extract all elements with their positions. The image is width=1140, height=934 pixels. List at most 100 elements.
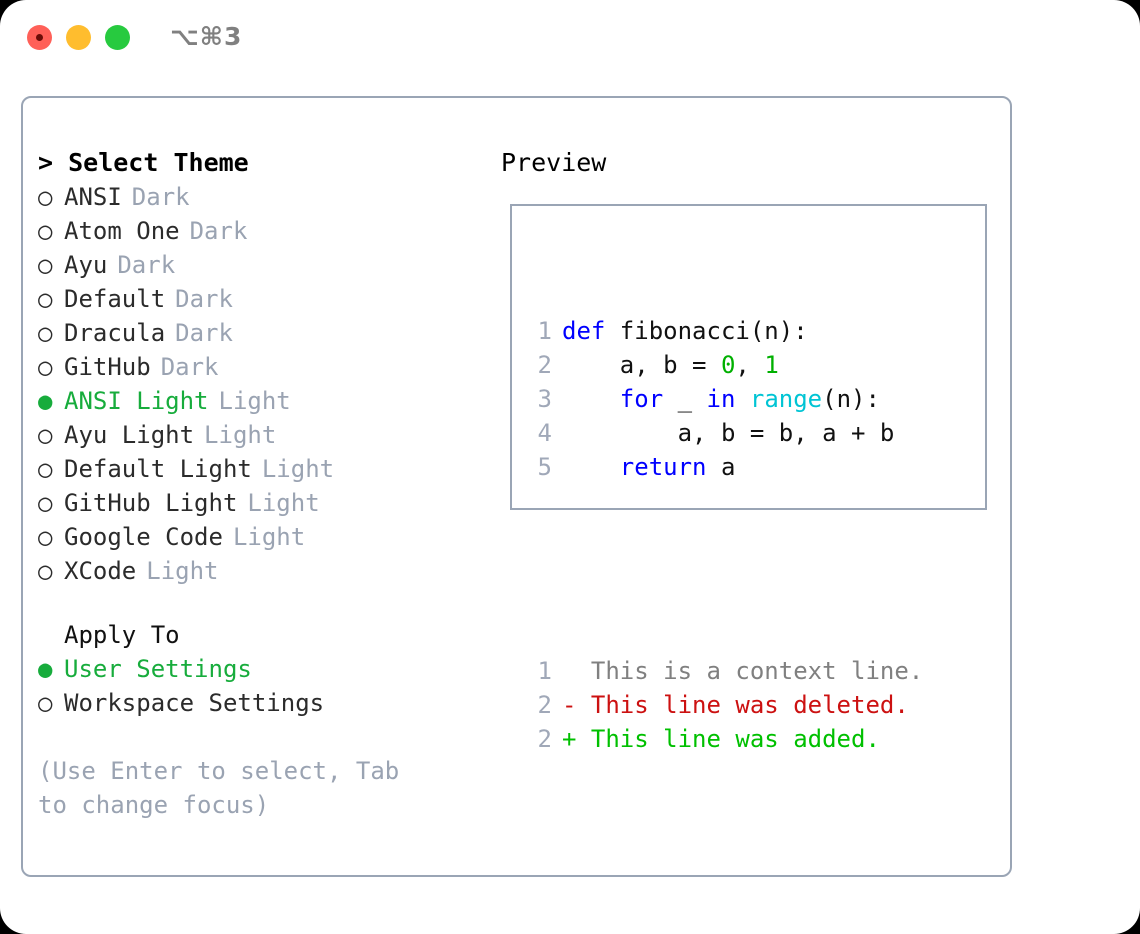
title-bar: ⌥⌘3 (0, 0, 1140, 78)
code-diff-gap (526, 552, 923, 586)
radio-unselected-icon: ○ (38, 353, 53, 381)
list-spacer (38, 588, 498, 618)
theme-option-label: Ayu (64, 251, 108, 279)
diff-lines: 1 This is a context line. 2- This line wa… (526, 654, 924, 756)
code-line: 3 for _ in range(n): (526, 382, 923, 416)
diff-marker (562, 657, 591, 685)
apply-to-title: Apply To (64, 621, 180, 649)
theme-option-default[interactable]: ○ Default Dark (38, 282, 498, 316)
theme-option-atom-one[interactable]: ○ Atom One Dark (38, 214, 498, 248)
code-token: (n): (822, 385, 880, 413)
theme-option-label: Atom One (64, 217, 180, 245)
maximize-button[interactable] (105, 25, 130, 50)
theme-option-github[interactable]: ○ GitHub Dark (38, 350, 498, 384)
theme-option-label: GitHub (64, 353, 151, 381)
keyboard-shortcut-label: ⌥⌘3 (170, 22, 243, 51)
radio-unselected-icon: ○ (38, 421, 53, 449)
theme-option-tag: Light (218, 387, 291, 415)
keyboard-hint: (Use Enter to select, Tab to change focu… (38, 757, 400, 819)
theme-option-label: Default Light (64, 455, 252, 483)
apply-to-option-label: Workspace Settings (64, 689, 325, 717)
theme-option-ayu[interactable]: ○ Ayu Dark (38, 248, 498, 282)
hint-spacer (38, 720, 498, 754)
theme-option-tag: Light (232, 523, 306, 551)
theme-option-label: Dracula (64, 319, 166, 347)
close-button[interactable] (27, 25, 52, 50)
code-token: fibonacci(n): (605, 317, 808, 345)
line-number: 3 (537, 385, 552, 413)
radio-unselected-icon: ○ (38, 557, 53, 585)
code-token: a, b = b, a + b (562, 419, 895, 447)
line-number: 5 (537, 453, 552, 481)
theme-option-google-code[interactable]: ○ Google Code Light (38, 520, 498, 554)
theme-option-label: Google Code (64, 523, 223, 551)
code-line: 2 a, b = 0, 1 (526, 348, 923, 382)
theme-option-label: XCode (64, 557, 137, 585)
diff-marker: - (562, 691, 591, 719)
code-line: 5 return a (526, 450, 923, 484)
diff-text: This line was deleted. (590, 691, 909, 719)
code-token: _ (663, 385, 707, 413)
apply-to-option-label: User Settings (64, 655, 252, 683)
diff-text: This line was added. (590, 725, 880, 753)
code-token: return (619, 453, 707, 481)
code-token: , (735, 351, 765, 379)
radio-unselected-icon: ○ (38, 217, 53, 245)
theme-option-tag: Dark (175, 285, 233, 313)
theme-option-tag: Dark (189, 217, 248, 245)
code-token (735, 385, 749, 413)
theme-option-tag: Light (247, 489, 320, 517)
code-token: in (706, 385, 736, 413)
radio-unselected-icon: ○ (38, 689, 53, 717)
code-token (562, 453, 620, 481)
minimize-button[interactable] (66, 25, 91, 50)
radio-selected-icon: ● (38, 655, 53, 683)
apply-to-option-workspace-settings[interactable]: ○ Workspace Settings (38, 686, 498, 720)
code-token: a (706, 453, 736, 481)
theme-option-tag: Light (204, 421, 277, 449)
theme-option-tag: Dark (175, 319, 233, 347)
radio-unselected-icon: ○ (38, 523, 53, 551)
theme-option-tag: Dark (117, 251, 176, 279)
line-number: 2 (537, 725, 552, 753)
radio-unselected-icon: ○ (38, 455, 53, 483)
line-number: 2 (537, 351, 552, 379)
theme-option-label: Default (64, 285, 166, 313)
diff-line: 1 This is a context line. (526, 654, 924, 688)
apply-to-option-user-settings[interactable]: ● User Settings (38, 652, 498, 686)
code-token: range (749, 385, 823, 413)
preview-title: Preview (501, 148, 607, 177)
code-token: a, b = (562, 351, 721, 379)
radio-unselected-icon: ○ (38, 285, 53, 313)
theme-option-tag: Light (146, 557, 219, 585)
code-token: def (562, 317, 606, 345)
theme-option-tag: Dark (131, 183, 190, 211)
line-number: 4 (537, 419, 552, 447)
code-line: 4 a, b = b, a + b (526, 416, 923, 450)
code-token: for (619, 385, 664, 413)
radio-selected-icon: ● (38, 387, 53, 415)
theme-option-xcode[interactable]: ○ XCode Light (38, 554, 498, 588)
radio-unselected-icon: ○ (38, 183, 53, 211)
diff-text: This is a context line. (590, 657, 924, 685)
apply-to-list: ● User Settings ○ Workspace Settings (38, 652, 498, 720)
theme-option-label: GitHub Light (64, 489, 238, 517)
page-title: > Select Theme (38, 148, 249, 177)
theme-option-tag: Dark (160, 353, 219, 381)
code-token (562, 385, 620, 413)
radio-unselected-icon: ○ (38, 251, 53, 279)
diff-marker: + (562, 725, 591, 753)
